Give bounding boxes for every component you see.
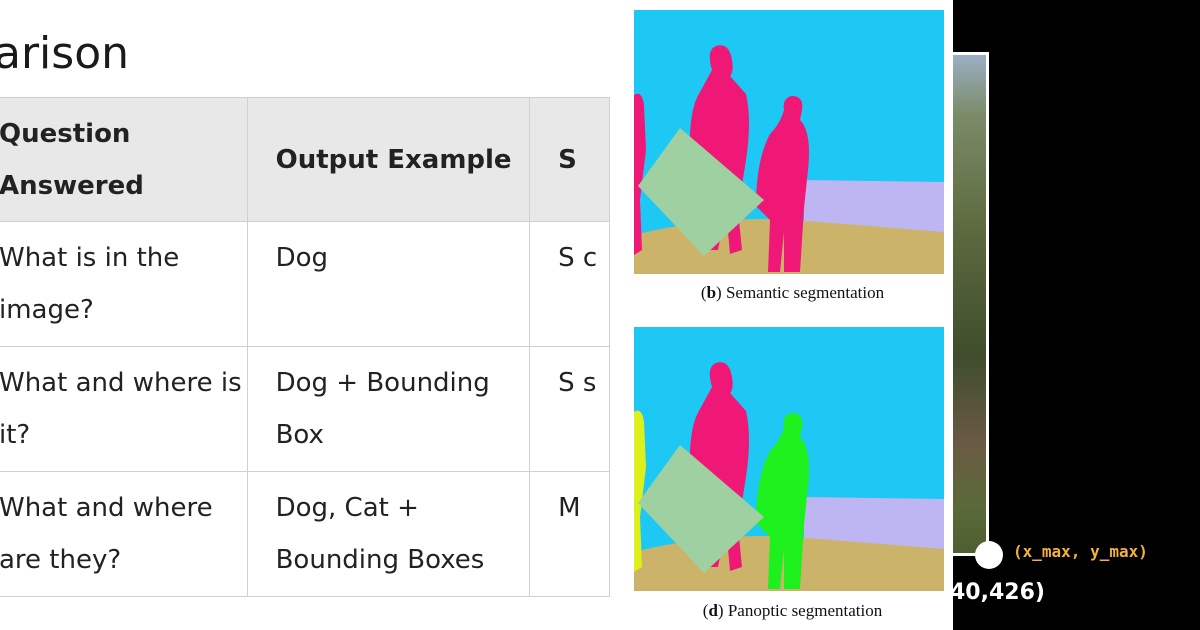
comparison-panel: arison Question Answered Output Example … [0,28,610,597]
table-cell: Dog, Cat + Bounding Boxes [246,471,531,597]
person-instance-yellow [634,410,646,572]
person-silhouette [756,96,809,272]
corner-handle [975,541,1003,569]
header-third-column: S [529,97,610,222]
kite-region [638,128,764,256]
semantic-segmentation-image [634,10,944,274]
bounding-box-panel: (x_max, y_max) 40,426) [953,0,1200,630]
segmentation-panel: (b) Semantic segmentation (d) Panoptic s… [632,0,953,630]
table-row: What and where are they? Dog, Cat + Boun… [0,471,610,597]
table-cell: Dog [246,221,531,347]
table-cell: Dog + Bounding Box [246,346,531,472]
table-cell: What and where is it? [0,346,248,472]
coordinate-label: 40,426) [953,580,1045,605]
kite-region [638,445,764,573]
caption-semantic: (b) Semantic segmentation [700,283,885,302]
photo-crop [953,52,989,556]
corner-label: (x_max, y_max) [1013,542,1148,561]
header-output-example: Output Example [246,97,531,222]
table-cell: What is in the image? [0,221,248,347]
person-silhouette [634,93,646,255]
caption-panoptic: (d) Panoptic segmentation [702,601,883,620]
bounding-box-edge [953,52,989,55]
table-header-row: Question Answered Output Example S [0,97,610,222]
table-row: What and where is it? Dog + Bounding Box… [0,346,610,472]
table-cell: M [529,471,610,597]
table-cell: S c [529,221,610,347]
bounding-box-edge [953,553,989,556]
table-cell: S s [529,346,610,472]
header-question-answered: Question Answered [0,97,248,222]
table-row: What is in the image? Dog S c [0,221,610,347]
comparison-table: Question Answered Output Example S What … [0,97,610,597]
bounding-box-edge [986,52,989,556]
table-cell: What and where are they? [0,471,248,597]
panoptic-segmentation-image [634,327,944,591]
page-title: arison [0,28,130,79]
person-instance-green [756,413,809,589]
